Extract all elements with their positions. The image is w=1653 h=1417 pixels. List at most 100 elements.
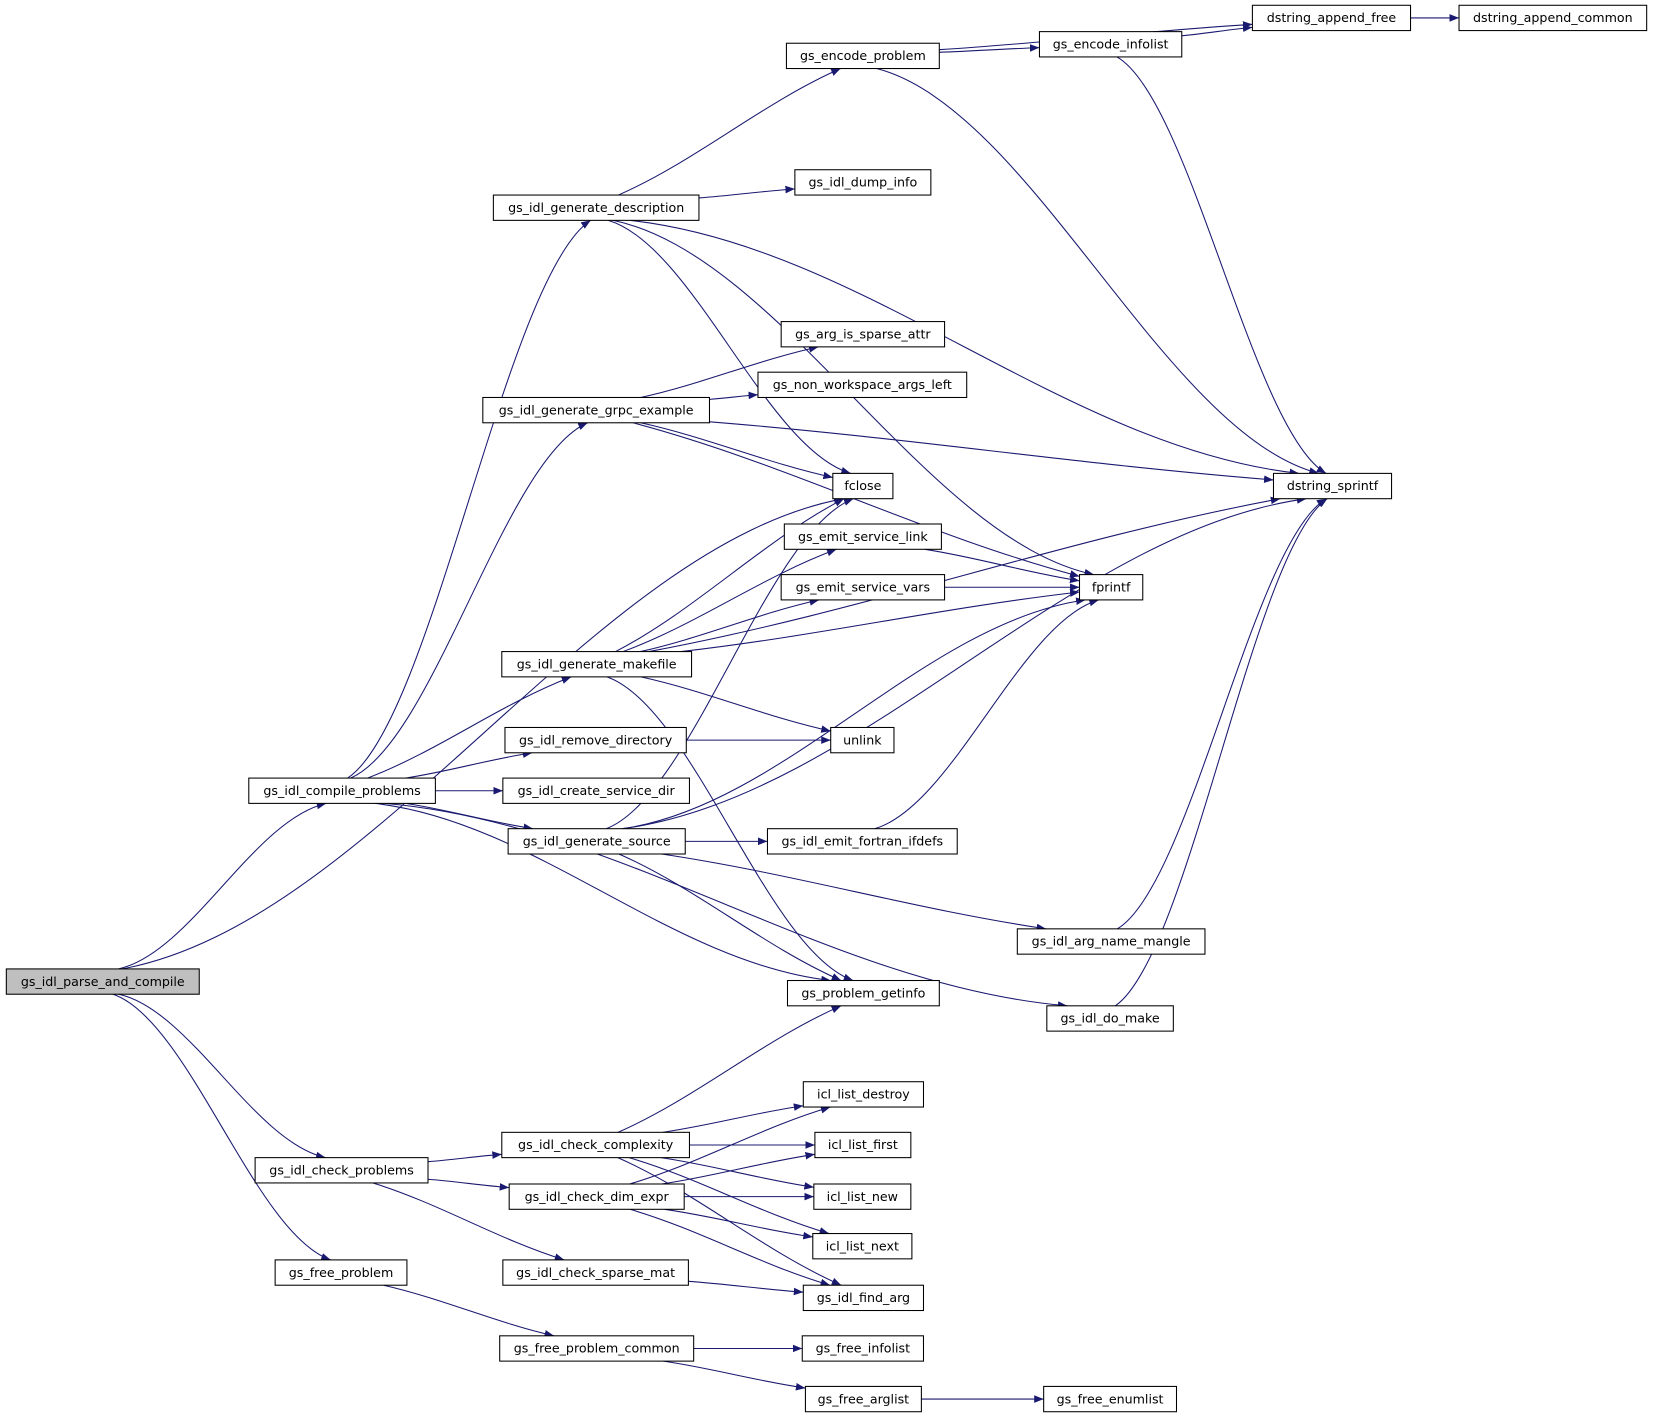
node-emit-service-vars[interactable]: gs_emit_service_vars: [780, 574, 946, 601]
node-icl-list-next[interactable]: icl_list_next: [812, 1233, 913, 1260]
node-box[interactable]: [254, 1157, 429, 1184]
node-check-sparse-mat[interactable]: gs_idl_check_sparse_mat: [502, 1259, 689, 1286]
node-create-service-dir[interactable]: gs_idl_create_service_dir: [502, 777, 690, 804]
node-box[interactable]: [502, 1259, 689, 1286]
node-free-infolist[interactable]: gs_free_infolist: [801, 1335, 925, 1362]
edge-check_dim_expr-to-icl_list_destroy: [629, 1106, 831, 1185]
node-dstring-append-free[interactable]: dstring_append_free: [1251, 4, 1412, 32]
node-box[interactable]: [813, 1183, 912, 1210]
edge-check_problems-to-check_sparse_mat: [372, 1182, 565, 1261]
node-label: unlink: [843, 732, 882, 747]
node-box[interactable]: [802, 1081, 925, 1108]
node-icl-list-destroy[interactable]: icl_list_destroy: [802, 1081, 925, 1108]
node-non-workspace-args-left[interactable]: gs_non_workspace_args_left: [757, 371, 968, 399]
edge-generate_makefile-to-fprintf: [681, 589, 1080, 653]
node-box[interactable]: [1016, 928, 1206, 955]
node-check-problems[interactable]: gs_idl_check_problems: [254, 1157, 429, 1184]
node-arg-name-mangle[interactable]: gs_idl_arg_name_mangle: [1016, 928, 1206, 955]
node-generate-source[interactable]: gs_idl_generate_source: [507, 828, 686, 855]
node-find-arg[interactable]: gs_idl_find_arg: [802, 1284, 925, 1312]
node-box[interactable]: [1272, 472, 1393, 500]
node-box[interactable]: [482, 396, 711, 424]
node-box[interactable]: [5, 968, 200, 995]
node-encode-infolist[interactable]: gs_encode_infolist: [1038, 31, 1183, 58]
edge-generate_description-to-fclose: [608, 219, 851, 475]
node-box[interactable]: [508, 1183, 685, 1210]
node-box[interactable]: [1458, 4, 1648, 32]
node-label: gs_free_problem: [289, 1265, 393, 1280]
node-free-enumlist[interactable]: gs_free_enumlist: [1043, 1385, 1178, 1413]
node-dstring-sprintf[interactable]: dstring_sprintf: [1272, 472, 1393, 500]
node-dump-info[interactable]: gs_idl_dump_info: [794, 169, 932, 196]
node-box[interactable]: [501, 1131, 690, 1159]
node-label: dstring_sprintf: [1287, 478, 1379, 493]
node-box[interactable]: [1251, 4, 1412, 32]
node-box[interactable]: [830, 726, 895, 754]
node-box[interactable]: [766, 828, 958, 855]
node-icl-list-first[interactable]: icl_list_first: [814, 1131, 912, 1159]
node-label: fprintf: [1092, 579, 1131, 594]
edge-encode_problem-to-dstring_sprintf: [876, 68, 1319, 475]
node-fprintf[interactable]: fprintf: [1078, 574, 1144, 601]
node-box[interactable]: [804, 1385, 922, 1413]
node-box[interactable]: [801, 1335, 925, 1362]
node-label: gs_idl_compile_problems: [263, 783, 420, 798]
node-generate-description[interactable]: gs_idl_generate_description: [492, 194, 700, 221]
node-box[interactable]: [785, 42, 940, 70]
node-box[interactable]: [802, 1284, 925, 1312]
node-check-complexity[interactable]: gs_idl_check_complexity: [501, 1131, 690, 1159]
node-box[interactable]: [786, 979, 940, 1007]
node-box[interactable]: [1046, 1005, 1174, 1032]
node-parse-and-compile[interactable]: gs_idl_parse_and_compile: [5, 968, 200, 995]
node-arg-is-sparse-attr[interactable]: gs_arg_is_sparse_attr: [780, 321, 946, 348]
node-box[interactable]: [812, 1233, 913, 1260]
edge-generate_source-to-dstring_sprintf: [622, 496, 1307, 830]
node-box[interactable]: [794, 169, 932, 196]
node-compile-problems[interactable]: gs_idl_compile_problems: [248, 777, 436, 804]
node-label: gs_idl_emit_fortran_ifdefs: [782, 834, 944, 849]
node-label: gs_encode_infolist: [1053, 36, 1169, 51]
node-box[interactable]: [814, 1131, 912, 1159]
node-box[interactable]: [499, 1335, 695, 1362]
edge-arg_name_mangle-to-dstring_sprintf: [1117, 498, 1327, 930]
edge-generate_description-to-dstring_sprintf: [629, 219, 1300, 477]
node-problem-getinfo[interactable]: gs_problem_getinfo: [786, 979, 940, 1007]
node-box[interactable]: [492, 194, 700, 221]
node-free-arglist[interactable]: gs_free_arglist: [804, 1385, 922, 1413]
node-emit-fortran-ifdefs[interactable]: gs_idl_emit_fortran_ifdefs: [766, 828, 958, 855]
node-box[interactable]: [248, 777, 436, 804]
edge-parse_and_compile-to-free_problem: [112, 993, 331, 1261]
node-box[interactable]: [504, 726, 687, 754]
node-fclose[interactable]: fclose: [832, 472, 894, 500]
node-do-make[interactable]: gs_idl_do_make: [1046, 1005, 1174, 1032]
node-generate-makefile[interactable]: gs_idl_generate_makefile: [501, 651, 693, 678]
node-dstring-append-common[interactable]: dstring_append_common: [1458, 4, 1648, 32]
node-box[interactable]: [502, 777, 690, 804]
node-box[interactable]: [757, 371, 968, 399]
edge-compile_problems-to-generate_description: [347, 219, 591, 779]
edge-generate_source-to-arg_name_mangle: [661, 853, 1047, 932]
edge-parse_and_compile-to-compile_problems: [118, 801, 327, 970]
edge-check_dim_expr-to-icl_list_next: [664, 1208, 813, 1240]
node-box[interactable]: [1038, 31, 1183, 58]
node-check-dim-expr[interactable]: gs_idl_check_dim_expr: [508, 1183, 685, 1210]
node-icl-list-new[interactable]: icl_list_new: [813, 1183, 912, 1210]
node-box[interactable]: [780, 574, 946, 601]
node-box[interactable]: [780, 321, 946, 348]
node-box[interactable]: [832, 472, 894, 500]
edge-generate_grpc_example-to-fprintf: [632, 422, 1080, 578]
node-free-problem[interactable]: gs_free_problem: [274, 1259, 408, 1286]
node-unlink[interactable]: unlink: [830, 726, 895, 754]
node-box[interactable]: [1078, 574, 1144, 601]
node-free-problem-common[interactable]: gs_free_problem_common: [499, 1335, 695, 1362]
node-emit-service-link[interactable]: gs_emit_service_link: [783, 523, 942, 550]
node-box[interactable]: [507, 828, 686, 855]
node-box[interactable]: [783, 523, 942, 550]
node-remove-directory[interactable]: gs_idl_remove_directory: [504, 726, 687, 754]
node-box[interactable]: [501, 651, 693, 678]
node-box[interactable]: [1043, 1385, 1178, 1413]
node-generate-grpc-example[interactable]: gs_idl_generate_grpc_example: [482, 396, 711, 424]
edge-generate_makefile-to-unlink: [640, 676, 831, 733]
node-box[interactable]: [274, 1259, 408, 1286]
node-encode-problem[interactable]: gs_encode_problem: [785, 42, 940, 70]
